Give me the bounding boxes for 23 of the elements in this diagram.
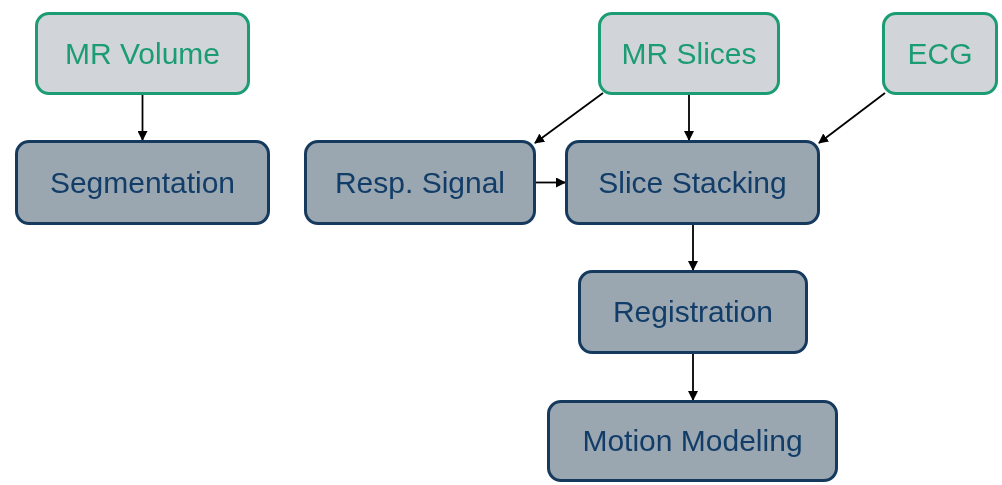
node-label: ECG (907, 35, 973, 72)
node-label: Registration (612, 294, 774, 331)
process-box (15, 140, 270, 225)
node-label: Segmentation (49, 164, 236, 201)
process-box (565, 140, 820, 225)
input-box (882, 12, 998, 95)
node-label: Resp. Signal (334, 164, 506, 201)
process-box (578, 270, 808, 354)
arrow (688, 353, 698, 401)
arrow (688, 224, 698, 271)
process-box (547, 400, 838, 482)
node-label: Slice Stacking (598, 164, 787, 201)
arrow (684, 94, 694, 141)
node-label: MR Slices (621, 35, 757, 72)
arrow (137, 94, 148, 141)
input-box (35, 12, 250, 95)
node-label: MR Volume (64, 35, 221, 72)
input-box (598, 12, 780, 95)
node-label: Motion Modeling (582, 423, 803, 460)
arrow (535, 177, 566, 188)
arrow (534, 92, 604, 144)
arrow (818, 92, 886, 144)
process-box (304, 140, 536, 225)
